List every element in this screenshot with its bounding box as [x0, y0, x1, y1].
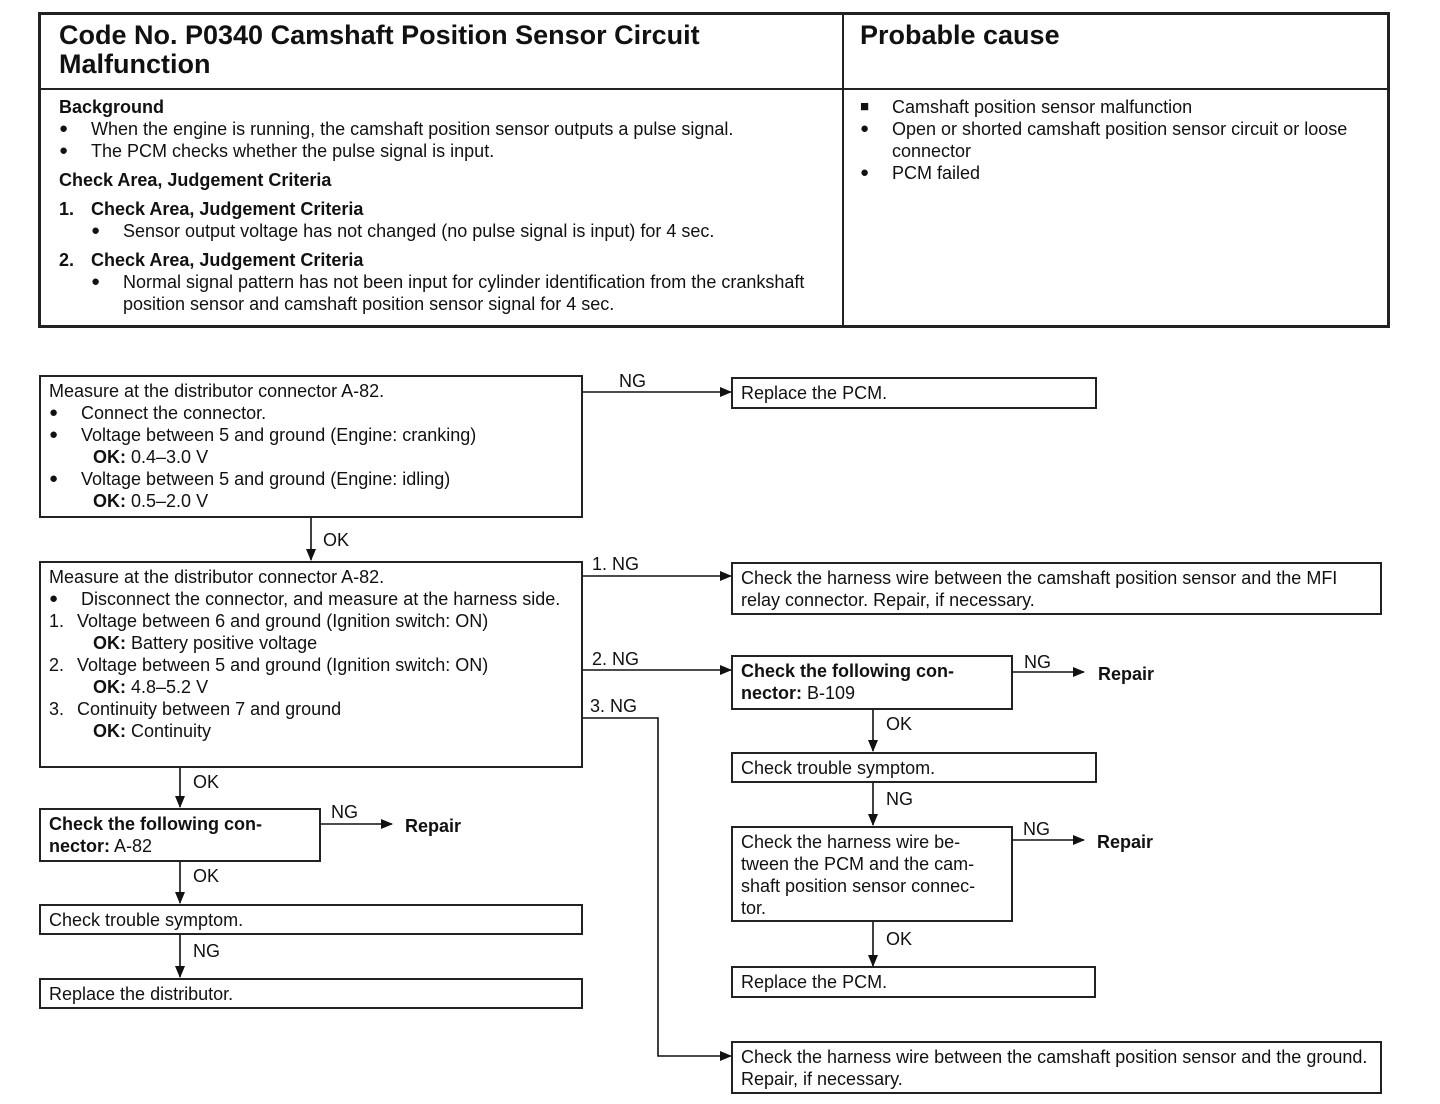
measure-box-1-title: Measure at the distributor connector A-8… — [49, 381, 385, 401]
list-item: ●Voltage between 5 and ground (Engine: i… — [49, 469, 451, 489]
label-ok: OK — [193, 866, 220, 886]
header-title-cell: Code No. P0340 Camshaft Position Sensor … — [41, 15, 844, 90]
arrow-box2-to-harness-ground — [583, 717, 732, 1061]
label-ok: OK — [886, 929, 913, 949]
label-repair: Repair — [405, 816, 462, 836]
background-label: Background — [59, 97, 165, 117]
probable-cause-cell: ■Camshaft position sensor malfunction ●O… — [844, 90, 1387, 325]
label-ng: NG — [1024, 652, 1051, 672]
label-ok: OK — [886, 714, 913, 734]
list-item: ●Disconnect the connector, and measure a… — [49, 589, 561, 609]
header-table: Code No. P0340 Camshaft Position Sensor … — [38, 12, 1390, 328]
bullet-icon: ● — [49, 470, 59, 487]
ok-criterion: OK: Battery positive voltage — [93, 633, 318, 653]
check-area-label: Check Area, Judgement Criteria — [59, 170, 332, 190]
criteria-item: ●Sensor output voltage has not changed (… — [91, 221, 715, 241]
check-item: 2.Voltage between 5 and ground (Ignition… — [49, 655, 489, 675]
label-ng3: 3. NG — [590, 696, 638, 716]
background-item: ●The PCM checks whether the pulse signal… — [59, 141, 495, 161]
check-b109-box: Check the following con- nector: B-109 — [731, 655, 1013, 710]
label-repair: Repair — [1098, 664, 1155, 684]
trouble-symptom-right-box: Check trouble symptom. — [731, 752, 1097, 783]
bullet-icon: ● — [49, 590, 59, 607]
measure-box-2-title: Measure at the distributor connector A-8… — [49, 567, 385, 587]
label-ok: OK — [323, 530, 350, 550]
check-item: 3.Continuity between 7 and ground — [49, 699, 342, 719]
label-ng2: 2. NG — [592, 649, 640, 669]
label-ng: NG — [886, 789, 913, 809]
background-cell: Background ●When the engine is running, … — [41, 90, 844, 325]
square-bullet-icon: ■ — [860, 98, 870, 115]
list-item: ●Voltage between 5 and ground (Engine: c… — [49, 425, 477, 445]
label-ng: NG — [619, 371, 646, 391]
label-ng: NG — [1023, 819, 1050, 839]
label-repair: Repair — [1097, 832, 1154, 852]
bullet-icon: ● — [59, 120, 69, 137]
criteria-item: ●Normal signal pattern has not been inpu… — [91, 272, 805, 314]
ok-criterion: OK: 4.8–5.2 V — [93, 677, 209, 697]
label-ng1: 1. NG — [592, 554, 640, 574]
replace-pcm-box-1: Replace the PCM. — [731, 377, 1097, 409]
replace-pcm-box-2: Replace the PCM. — [731, 966, 1096, 998]
label-ng: NG — [193, 941, 220, 961]
harness-mfi-box: Check the harness wire between the camsh… — [731, 562, 1382, 615]
bullet-icon: ● — [860, 120, 870, 137]
bullet-icon: ● — [860, 164, 870, 181]
cause-item: ■Camshaft position sensor malfunction — [860, 97, 1193, 117]
ok-criterion: OK: 0.4–3.0 V — [93, 447, 209, 467]
bullet-icon: ● — [49, 404, 59, 421]
label-ok: OK — [193, 772, 220, 792]
probable-cause-header-cell: Probable cause — [844, 15, 1387, 90]
background-item: ●When the engine is running, the camshaf… — [59, 119, 734, 139]
ok-criterion: OK: Continuity — [93, 721, 212, 741]
measure-box-1: Measure at the distributor connector A-8… — [39, 375, 583, 518]
check-item: 1.Voltage between 6 and ground (Ignition… — [49, 611, 489, 631]
trouble-symptom-left-box: Check trouble symptom. — [39, 904, 583, 935]
cause-item: ●PCM failed — [860, 163, 981, 183]
harness-ground-box: Check the harness wire between the camsh… — [731, 1041, 1382, 1094]
list-item: ●Connect the connector. — [49, 403, 267, 423]
bullet-icon: ● — [59, 142, 69, 159]
bullet-icon: ● — [91, 222, 101, 239]
probable-cause-title: Probable cause — [860, 20, 1060, 50]
replace-distributor-box: Replace the distributor. — [39, 978, 583, 1009]
bullet-icon: ● — [49, 426, 59, 443]
ok-criterion: OK: 0.5–2.0 V — [93, 491, 209, 511]
criteria-heading: 1.Check Area, Judgement Criteria — [59, 199, 364, 219]
check-a82-box: Check the following con- nector: A-82 — [39, 808, 321, 862]
cause-item: ●Open or shorted camshaft position senso… — [860, 119, 1348, 161]
harness-pcm-box: Check the harness wire be- tween the PCM… — [731, 826, 1013, 922]
page-title: Code No. P0340 Camshaft Position Sensor … — [59, 20, 700, 79]
label-ng: NG — [331, 802, 358, 822]
bullet-icon: ● — [91, 273, 101, 290]
criteria-heading: 2.Check Area, Judgement Criteria — [59, 250, 364, 270]
measure-box-2: Measure at the distributor connector A-8… — [39, 561, 583, 768]
